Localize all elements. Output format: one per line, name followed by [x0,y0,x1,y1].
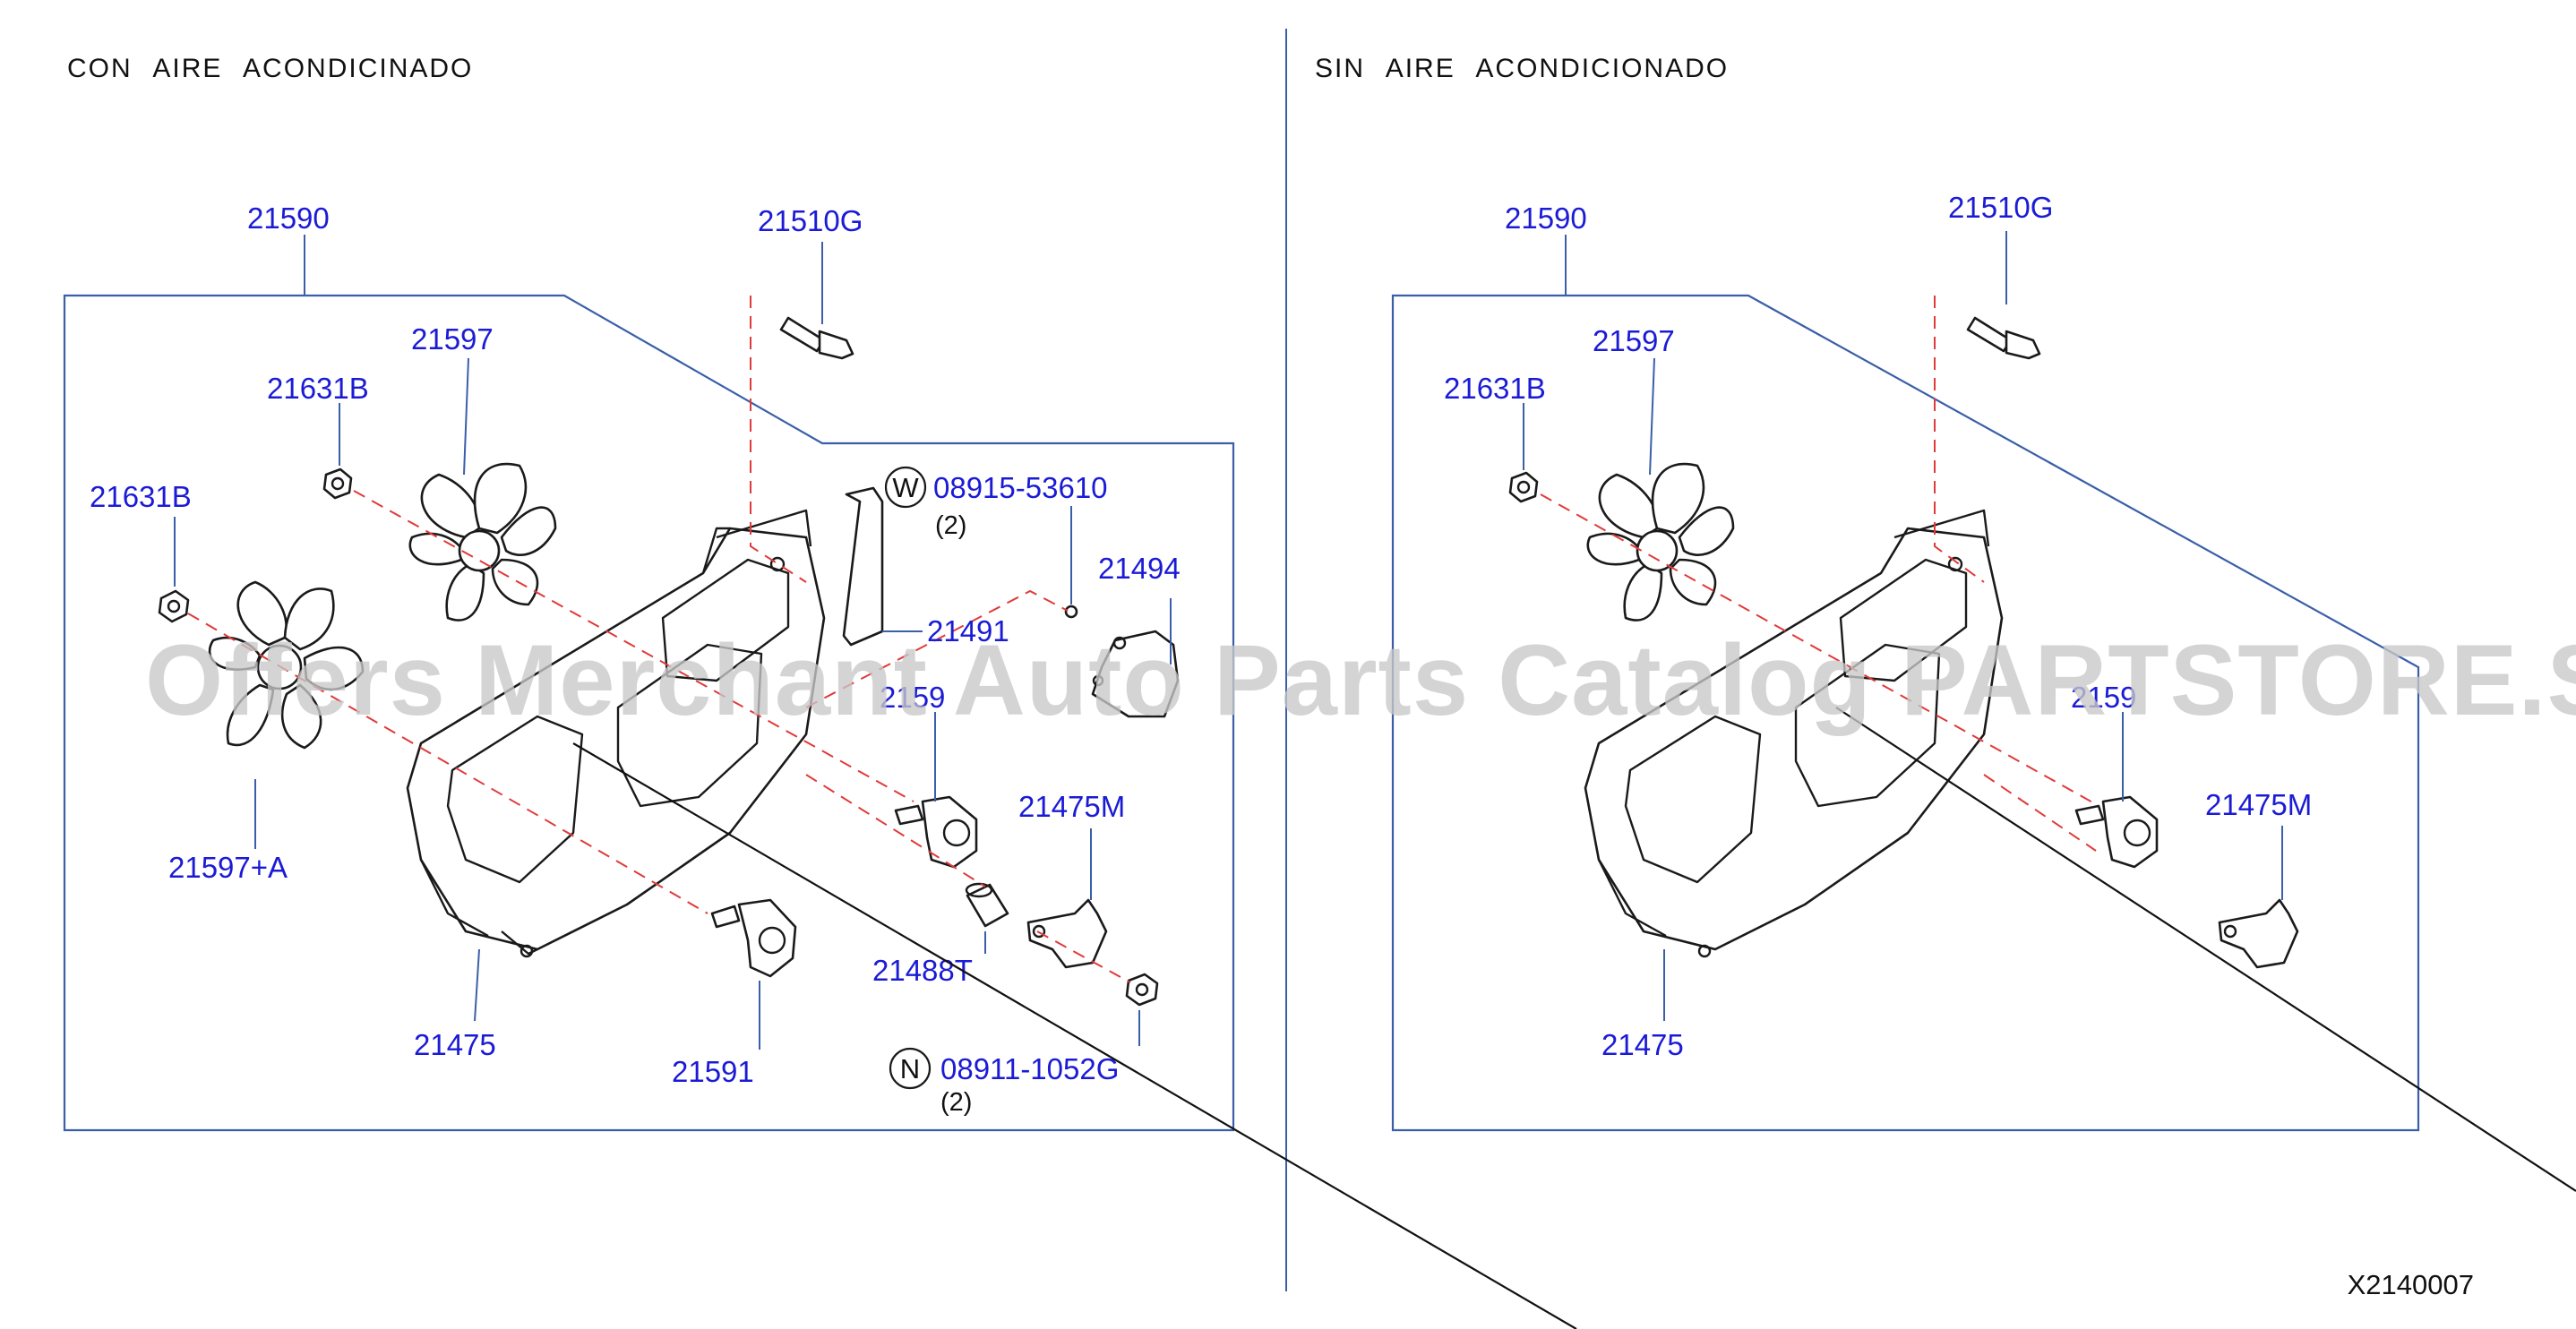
right-label-21631b[interactable]: 21631B [1444,372,1546,405]
left-nut-upper-drawing [322,467,353,500]
left-bolt-drawing [779,316,854,360]
diagram-reference-code: X2140007 [2348,1269,2474,1300]
left-label-21597[interactable]: 21597 [411,322,494,356]
right-bolt-drawing [1966,316,2041,360]
left-label-nut-qty: (2) [940,1088,972,1117]
left-label-21631b-lower[interactable]: 21631B [90,480,192,513]
right-assembly-dash-lines [1540,296,2097,852]
left-upper-fan-drawing [408,462,557,622]
left-bushing-drawing [965,882,1009,928]
right-label-21475m[interactable]: 21475M [2205,788,2312,821]
left-label-washer-qty: (2) [935,511,966,540]
left-label-21494[interactable]: 21494 [1098,552,1181,585]
left-bracket-drawing [1091,630,1180,718]
right-motor-drawing [2074,795,2159,869]
right-label-21597[interactable]: 21597 [1593,324,1675,357]
right-section-title: SIN AIRE ACONDICIONADO [1315,54,1729,83]
right-clip-drawing [2218,898,2299,969]
right-assembly-frame [1391,294,2420,1132]
right-label-21475[interactable]: 21475 [1601,1028,1684,1061]
right-label-21590[interactable]: 21590 [1505,201,1587,235]
left-shroud-drawing [406,509,826,958]
left-label-08911-1052g[interactable]: 08911-1052G [940,1052,1119,1085]
left-washer-symbol: W [884,466,927,509]
right-fan-drawing [1586,462,1735,622]
left-label-21510g[interactable]: 21510G [758,204,863,237]
left-label-21631b-upper[interactable]: 21631B [267,372,369,405]
right-nut-drawing [1508,471,1539,503]
left-leader-lines [174,242,1172,1050]
right-leader-lines [1523,231,2283,1021]
right-label-2159[interactable]: 2159 [2071,681,2136,714]
left-label-2159[interactable]: 2159 [880,681,945,714]
left-nut-n-drawing [1125,973,1159,1007]
left-label-08915-53610[interactable]: 08915-53610 [933,471,1108,504]
watermark-text: Offers Merchant Auto Parts Catalog PARTS… [145,624,2576,736]
left-label-21591[interactable]: 21591 [672,1055,754,1088]
left-clip-drawing [1026,898,1108,969]
left-section-title: CON AIRE ACONDICINADO [67,54,473,83]
right-label-21510g[interactable]: 21510G [1948,191,2053,224]
left-label-21475m[interactable]: 21475M [1018,790,1125,823]
left-motor-upper-drawing [894,795,978,869]
left-label-21491[interactable]: 21491 [927,614,1009,647]
nut-symbol-letter: N [900,1053,920,1085]
right-diagonal-line [1835,707,2576,1192]
left-nut-lower-drawing [158,589,190,623]
left-plate-drawing [842,486,884,647]
left-label-21488t[interactable]: 21488T [872,954,973,987]
left-washer-drawing [1064,604,1078,619]
washer-symbol-letter: W [892,472,919,503]
left-nut-symbol: N [889,1047,932,1090]
left-label-21590[interactable]: 21590 [247,201,330,235]
left-label-21597a[interactable]: 21597+A [168,851,288,884]
left-motor-lower-drawing [710,898,797,978]
right-shroud-drawing [1584,509,2004,958]
left-label-21475[interactable]: 21475 [414,1028,496,1061]
left-assembly-dash-lines [187,296,1131,983]
left-diagonal-line [572,742,1577,1329]
left-assembly-frame [63,294,1235,1132]
